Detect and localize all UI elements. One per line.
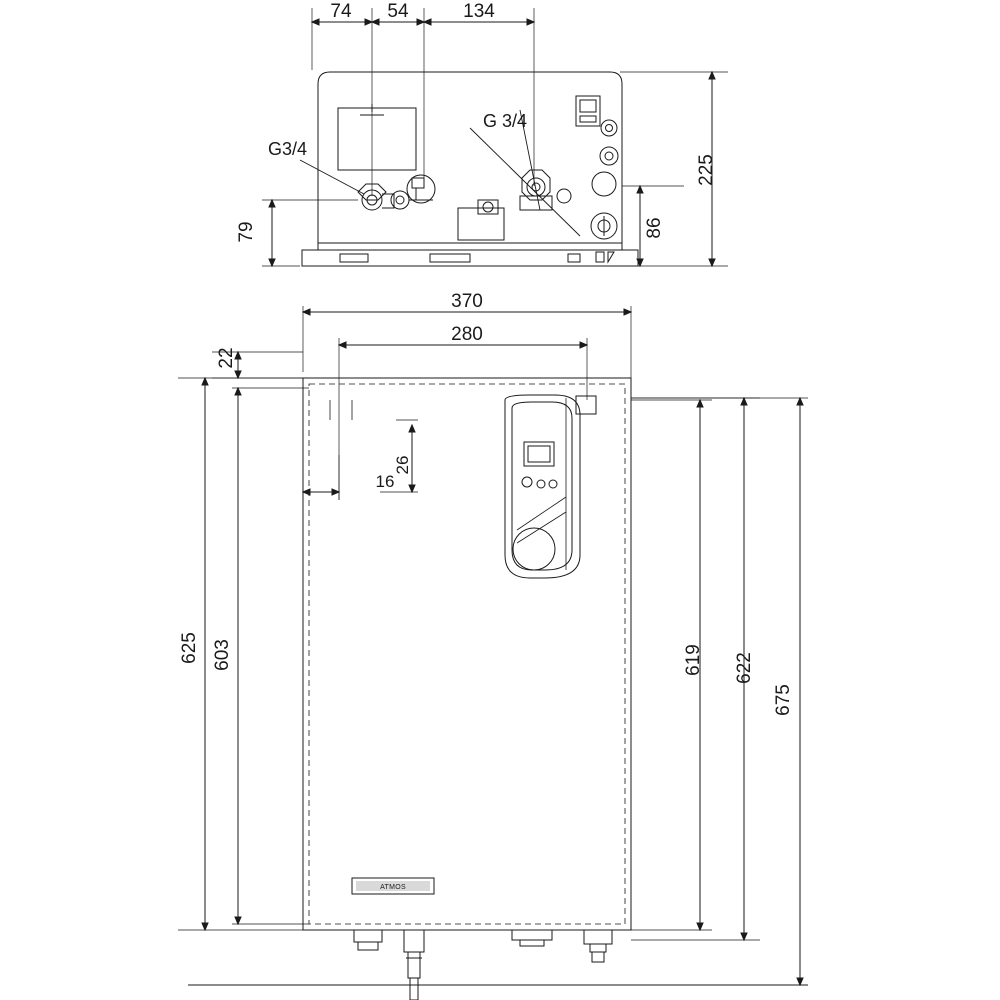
dim-625: 625: [179, 632, 200, 664]
dim-74: 74: [330, 1, 352, 22]
top-view-group: [262, 8, 728, 268]
dim-603: 603: [212, 639, 233, 671]
dim-22: 22: [216, 347, 237, 368]
dim-79: 79: [236, 221, 257, 242]
dim-225: 225: [696, 154, 717, 186]
dim-134: 134: [463, 1, 495, 22]
dim-86: 86: [644, 217, 665, 238]
dim-280: 280: [451, 324, 483, 345]
dim-26: 26: [393, 456, 412, 475]
dim-619: 619: [683, 644, 704, 676]
callout-g34-right: G 3/4: [483, 111, 527, 131]
dim-54: 54: [387, 1, 409, 22]
dim-370: 370: [451, 291, 483, 312]
dim-675: 675: [773, 684, 794, 716]
front-view-group: [178, 306, 808, 1000]
dim-622: 622: [734, 652, 755, 684]
callout-g34-left: G3/4: [268, 139, 307, 159]
dim-16: 16: [376, 472, 395, 491]
brand-label: ATMOS: [380, 884, 406, 891]
